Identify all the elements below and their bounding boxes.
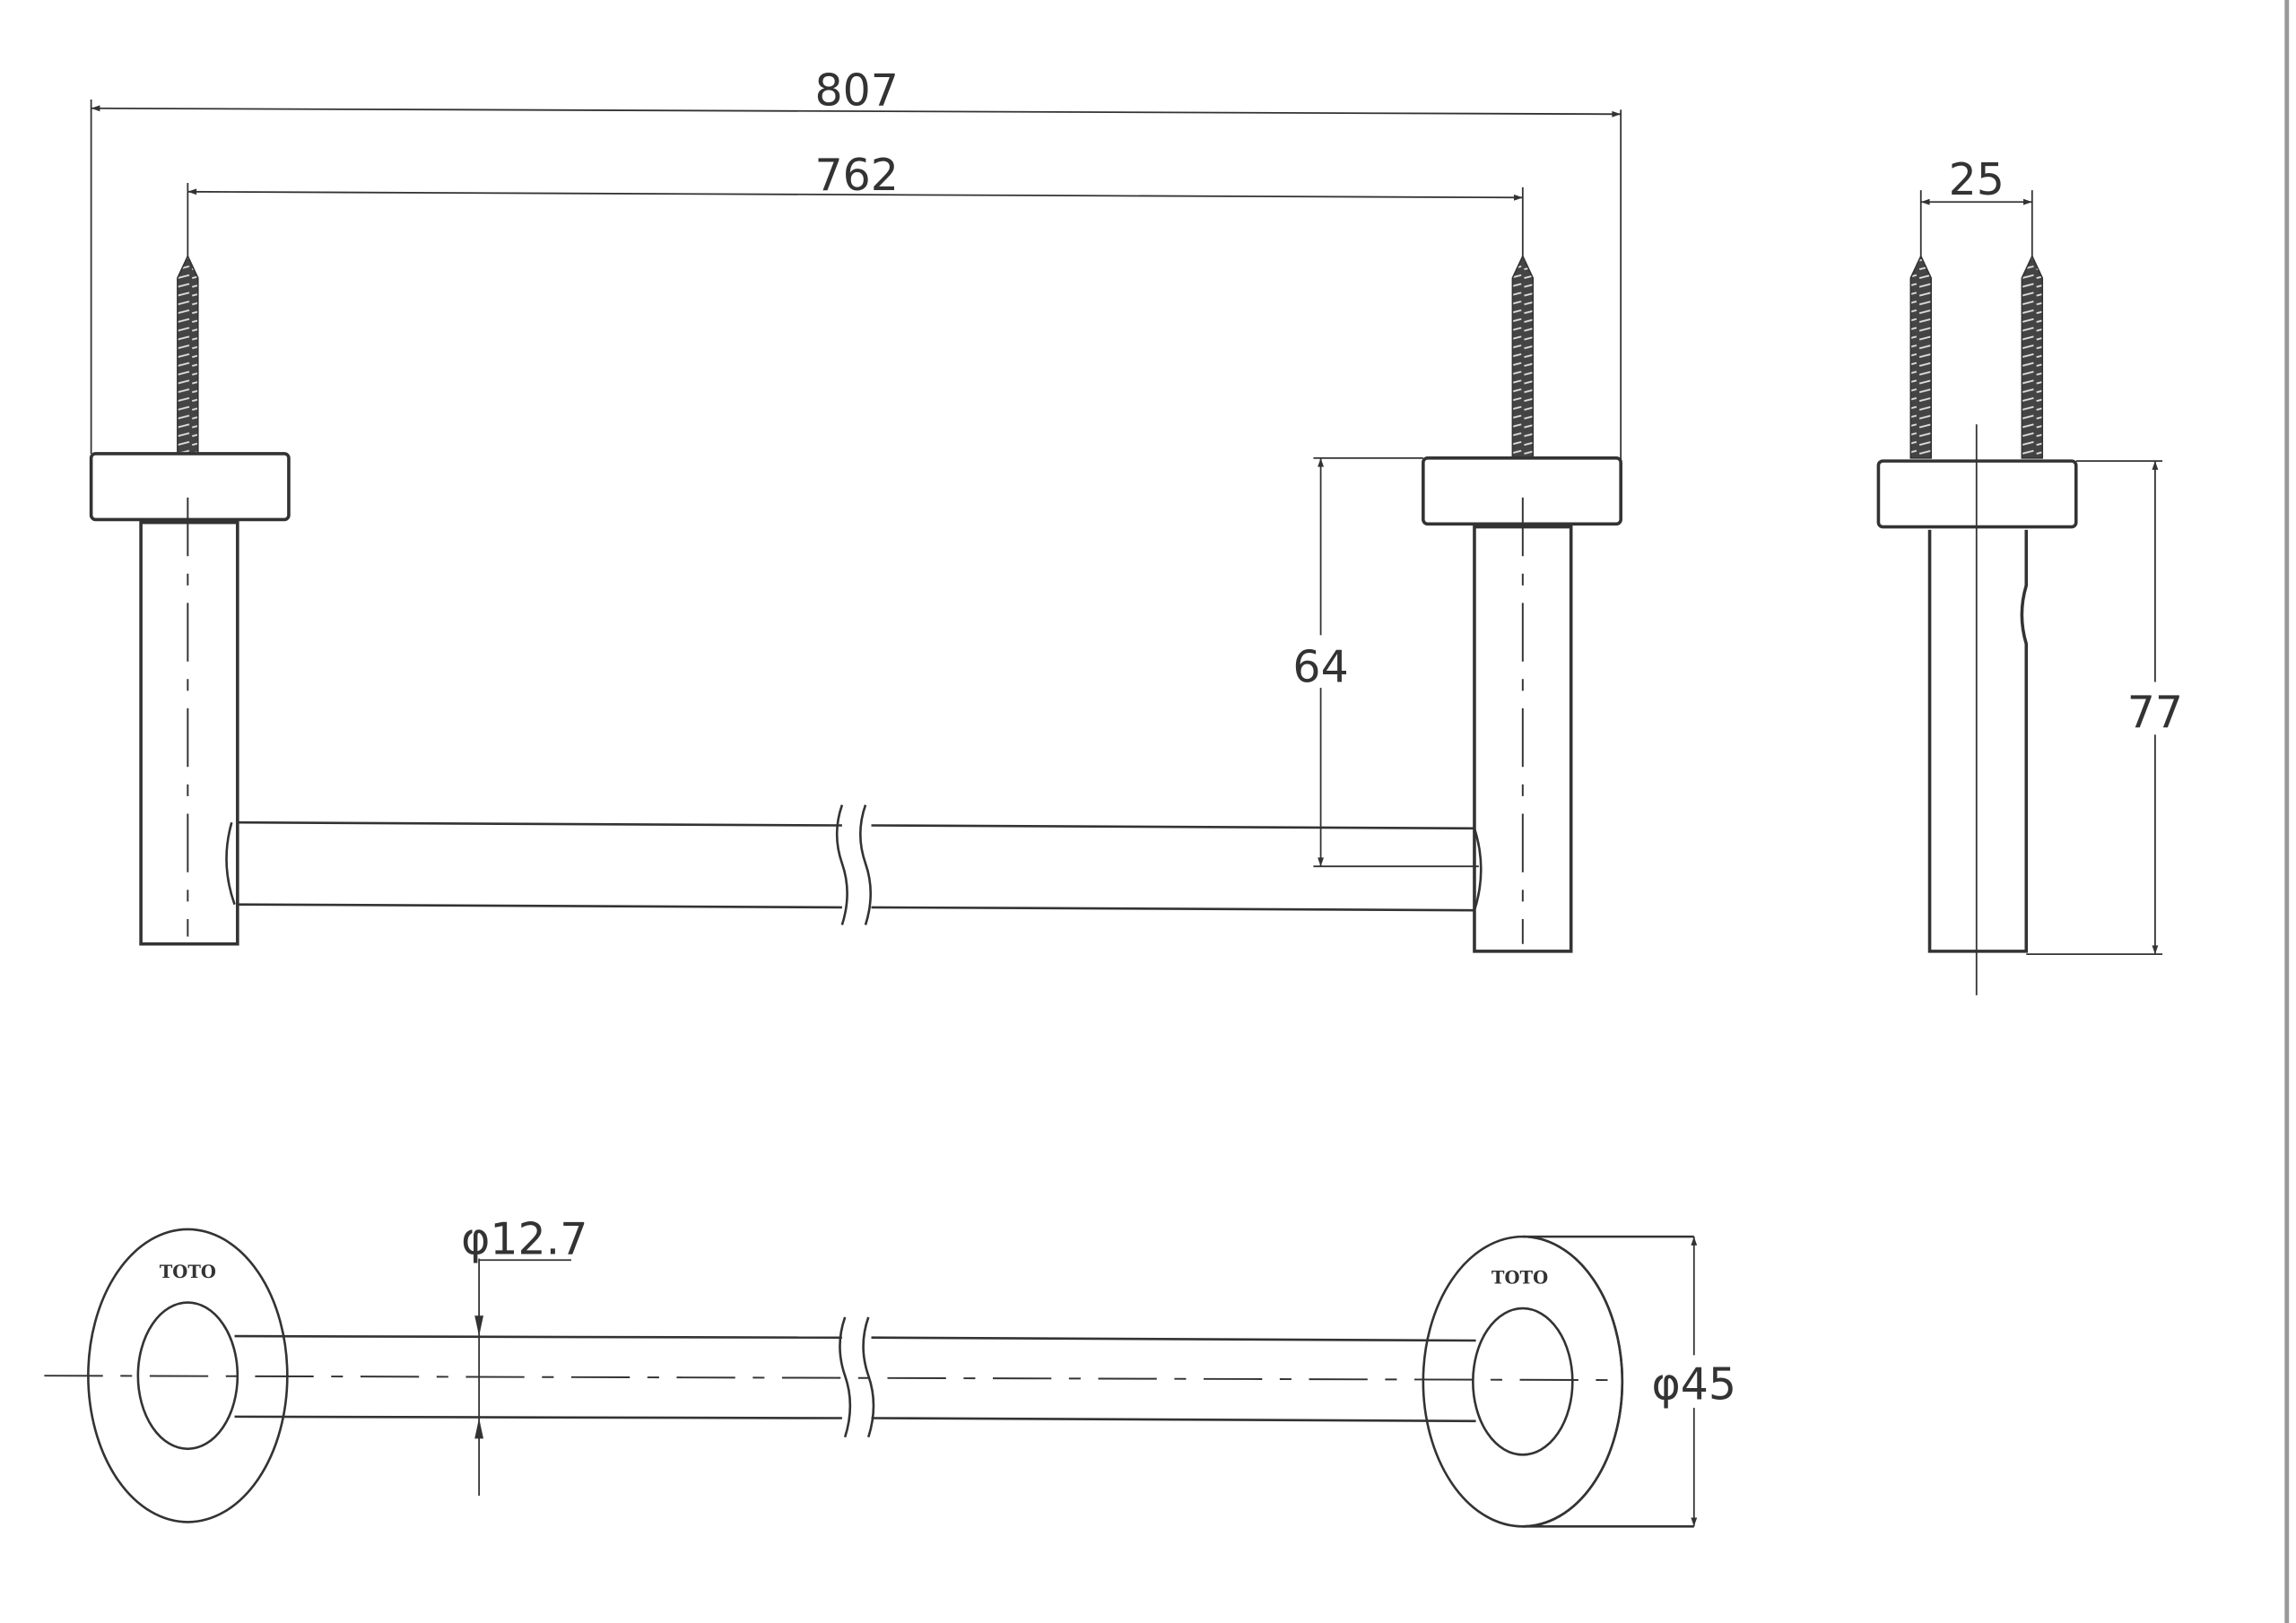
screw-icon <box>177 254 199 455</box>
toto-logo: TOTO <box>160 1262 216 1282</box>
dimension-label-77: 77 <box>2127 687 2183 738</box>
dimension-label-45: φ45 <box>1651 1358 1736 1410</box>
front-view: 807 762 <box>89 65 1622 953</box>
top-view: TOTO TOTO φ12.7 φ45 <box>44 1214 1736 1528</box>
dimension-label-25: 25 <box>1949 154 2005 205</box>
dimension-line-807 <box>91 105 1622 117</box>
left-bracket <box>89 254 291 946</box>
break-mark <box>835 804 872 925</box>
dimension-label-12-7: φ12.7 <box>461 1214 587 1265</box>
dimension-line-762 <box>187 188 1523 201</box>
right-bracket <box>1422 254 1622 953</box>
screw-icon <box>1511 254 1535 459</box>
dimension-label-64: 64 <box>1292 642 1348 693</box>
dimension-label-807: 807 <box>814 65 898 117</box>
break-mark <box>839 1316 875 1438</box>
towel-bar <box>225 804 1483 925</box>
dimension-label-762: 762 <box>814 150 898 201</box>
side-view: 25 77 <box>1876 154 2183 995</box>
screw-icon <box>2021 254 2044 459</box>
toto-logo: TOTO <box>1492 1267 1548 1288</box>
screw-icon <box>1909 254 1932 459</box>
